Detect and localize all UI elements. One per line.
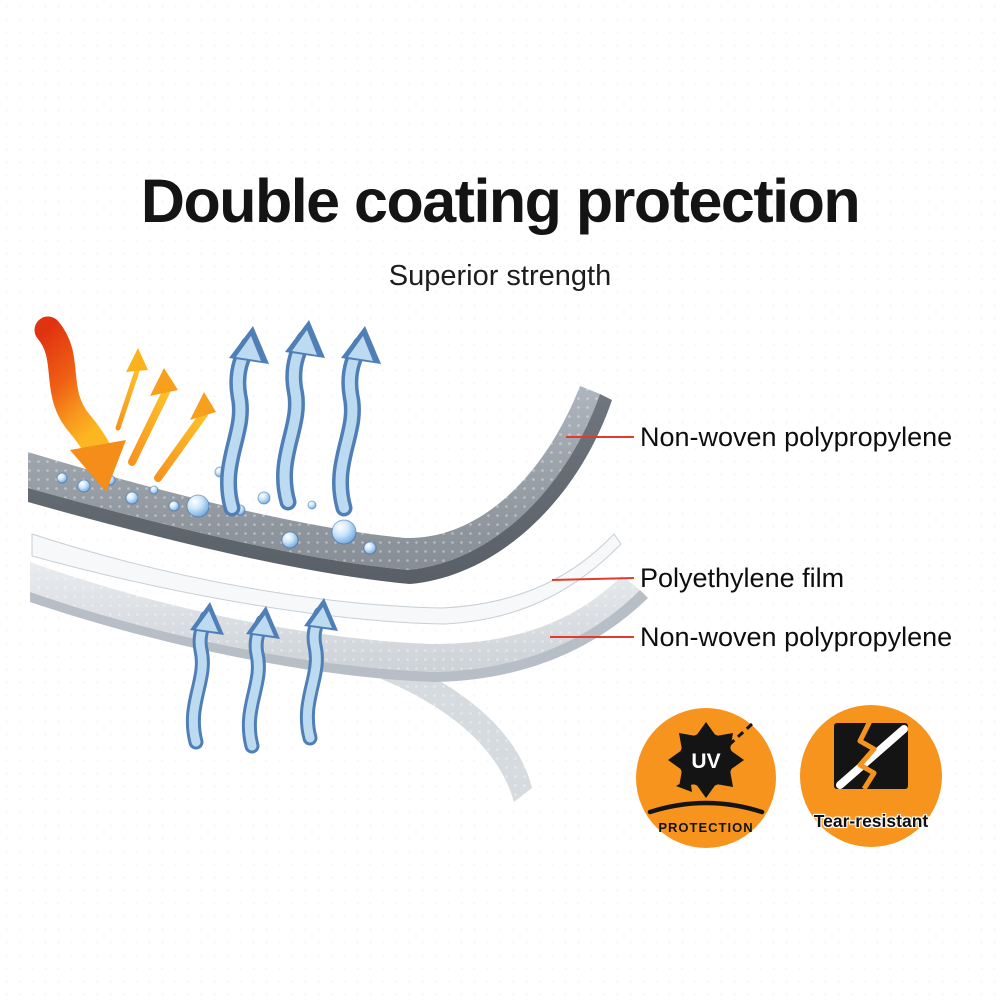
uv-protection-badge: UV PROTECTION bbox=[636, 708, 776, 848]
callout-label-film: Polyethylene film bbox=[640, 563, 845, 593]
callout-label-top-layer: Non-woven polypropylene bbox=[640, 422, 953, 452]
breathability-arrows-bottom bbox=[190, 598, 338, 746]
tear-fabric-icon bbox=[834, 719, 908, 791]
tear-badge-label: Tear-resistant bbox=[813, 811, 929, 831]
page-title: Double coating protection bbox=[140, 167, 861, 235]
uv-sun-icon: UV PROTECTION bbox=[647, 722, 765, 835]
page-subtitle: Superior strength bbox=[388, 260, 612, 292]
heat-arrow bbox=[34, 316, 126, 492]
breathability-arrows-top bbox=[229, 320, 381, 508]
uv-badge-text: UV bbox=[691, 750, 720, 773]
bottom-layer bbox=[30, 562, 648, 682]
tear-resistant-badge: Tear-resistant bbox=[800, 705, 942, 847]
heat-reflect-arrows bbox=[115, 348, 216, 482]
uv-badge-subtext: PROTECTION bbox=[658, 820, 753, 835]
callout-label-bottom-layer: Non-woven polypropylene bbox=[640, 622, 953, 652]
leader-lines bbox=[550, 436, 635, 638]
top-layer bbox=[28, 386, 612, 584]
